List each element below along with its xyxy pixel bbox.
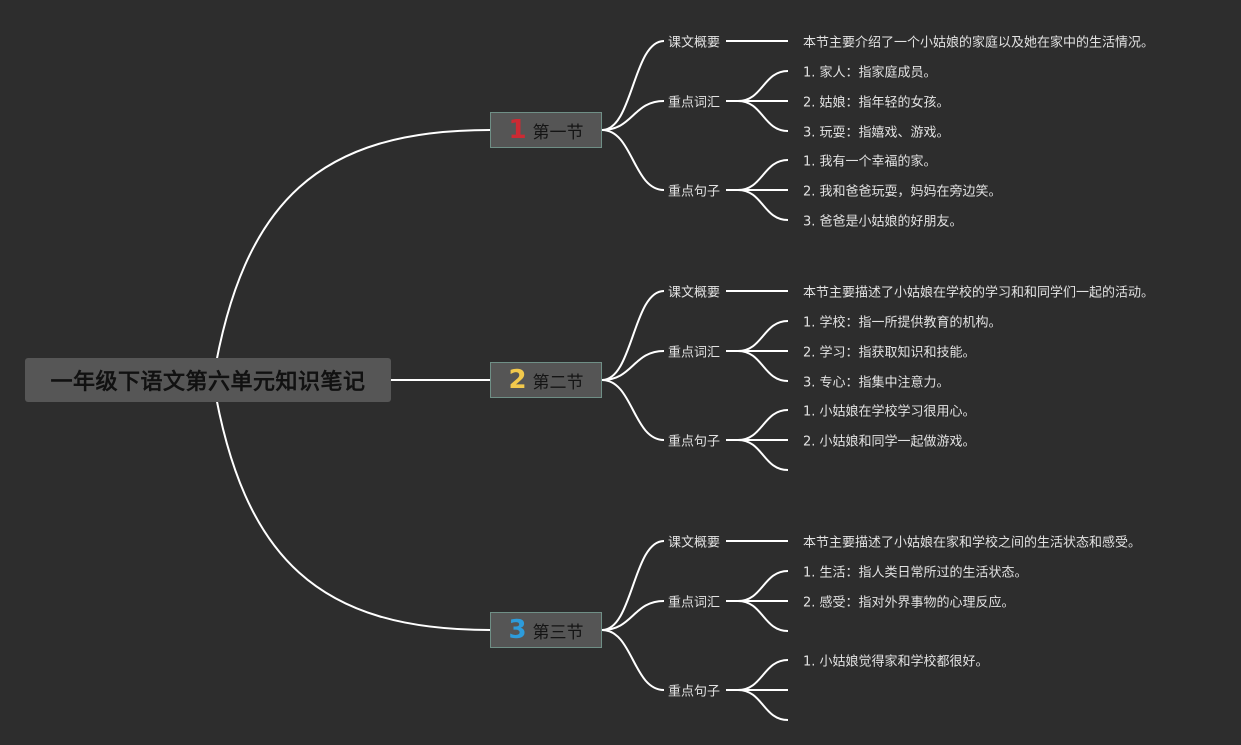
- section-3-branch-2-leaf-link-3: [737, 600, 789, 632]
- section-label: 第一节: [532, 122, 584, 143]
- leaf-text[interactable]: 3. 专心：指集中注意力。: [803, 375, 950, 391]
- branch-label[interactable]: 重点句子: [668, 684, 721, 700]
- branch-label[interactable]: 课文概要: [668, 535, 721, 551]
- leaf-text[interactable]: 本节主要介绍了一个小姑娘的家庭以及她在家中的生活情况。: [803, 35, 1155, 51]
- leaf-text[interactable]: 1. 生活：指人类日常所过的生活状态。: [803, 565, 1028, 581]
- leaf-text[interactable]: 1. 学校：指一所提供教育的机构。: [803, 315, 1002, 331]
- section-1-branch-link-3: [601, 129, 665, 191]
- section-3-branch-2-leaf-link-1: [737, 570, 789, 602]
- section-2-branch-2-leaf-link-1: [737, 320, 789, 352]
- branch-label[interactable]: 重点词汇: [668, 345, 721, 361]
- section-3-branch-link-3: [601, 629, 665, 691]
- leaf-text[interactable]: 2. 我和爸爸玩耍，妈妈在旁边笑。: [803, 184, 1002, 200]
- leaf-text[interactable]: 1. 家人：指家庭成员。: [803, 65, 937, 81]
- section-number-badge: 2: [508, 365, 527, 395]
- leaf-text[interactable]: 3. 玩耍：指嬉戏、游戏。: [803, 125, 950, 141]
- branch-label[interactable]: 课文概要: [668, 35, 721, 51]
- leaf-text[interactable]: 1. 小姑娘在学校学习很用心。: [803, 404, 976, 420]
- branch-label[interactable]: 重点词汇: [668, 95, 721, 111]
- section-number-badge: 3: [508, 615, 527, 645]
- branch-label[interactable]: 课文概要: [668, 285, 721, 301]
- section-3-branch-link-1: [601, 540, 665, 631]
- leaf-text[interactable]: 3. 爸爸是小姑娘的好朋友。: [803, 214, 963, 230]
- section-number-badge: 1: [508, 115, 527, 145]
- section-2-branch-3-leaf-link-1: [737, 409, 789, 441]
- branch-label[interactable]: 重点词汇: [668, 595, 721, 611]
- section-3-branch-3-leaf-link-3: [737, 689, 789, 721]
- section-1-branch-3-leaf-link-1: [737, 159, 789, 191]
- section-2-branch-link-3: [601, 379, 665, 441]
- section-2-branch-link-2: [601, 350, 665, 381]
- section-3-branch-link-2: [601, 600, 665, 631]
- section-2-branch-link-1: [601, 290, 665, 381]
- section-2-branch-3-leaf-link-3: [737, 439, 789, 471]
- section-1-branch-2-leaf-link-1: [737, 70, 789, 102]
- root-link-3: [212, 379, 491, 631]
- section-1-branch-2-leaf-link-3: [737, 100, 789, 132]
- leaf-text[interactable]: 本节主要描述了小姑娘在家和学校之间的生活状态和感受。: [803, 535, 1142, 551]
- root-link-1: [212, 129, 491, 381]
- leaf-text[interactable]: 1. 我有一个幸福的家。: [803, 154, 937, 170]
- section-1-branch-link-2: [601, 100, 665, 131]
- section-label: 第二节: [532, 372, 584, 393]
- leaf-text[interactable]: 本节主要描述了小姑娘在学校的学习和和同学们一起的活动。: [803, 285, 1155, 301]
- leaf-text[interactable]: 2. 学习：指获取知识和技能。: [803, 345, 976, 361]
- section-3-branch-3-leaf-link-1: [737, 659, 789, 691]
- branch-label[interactable]: 重点句子: [668, 184, 721, 200]
- branch-label[interactable]: 重点句子: [668, 434, 721, 450]
- root-topic-label: 一年级下语文第六单元知识笔记: [50, 370, 366, 395]
- root-topic[interactable]: 一年级下语文第六单元知识笔记: [25, 358, 391, 402]
- section-1-branch-link-1: [601, 40, 665, 131]
- leaf-text[interactable]: 2. 感受：指对外界事物的心理反应。: [803, 595, 1015, 611]
- leaf-text[interactable]: 2. 小姑娘和同学一起做游戏。: [803, 434, 976, 450]
- leaf-text[interactable]: 2. 姑娘：指年轻的女孩。: [803, 95, 950, 111]
- leaf-text[interactable]: 1. 小姑娘觉得家和学校都很好。: [803, 654, 989, 670]
- section-1-branch-3-leaf-link-3: [737, 189, 789, 221]
- section-label: 第三节: [532, 622, 584, 643]
- section-2-branch-2-leaf-link-3: [737, 350, 789, 382]
